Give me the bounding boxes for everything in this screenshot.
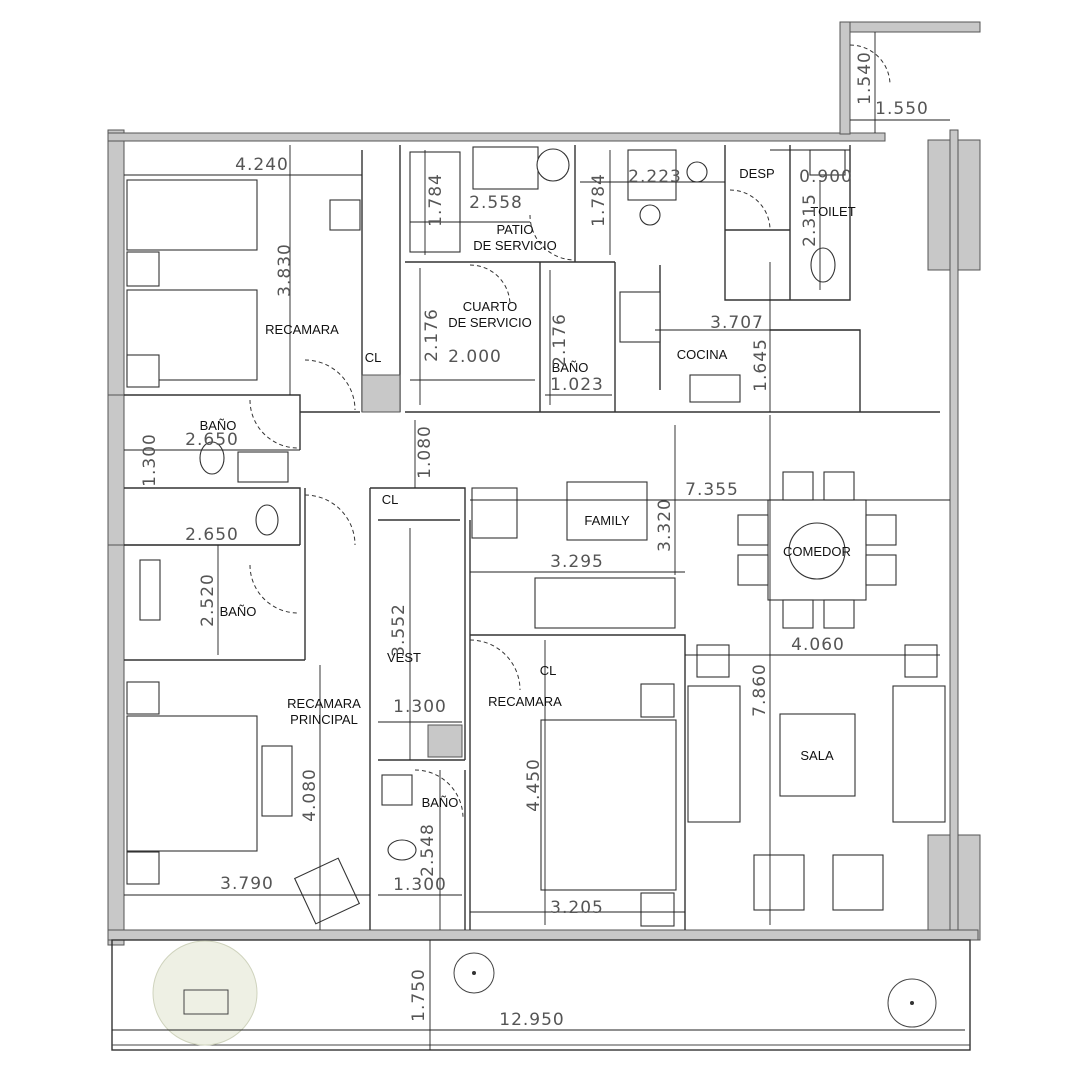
room-label-bano: BAÑO [200,418,237,433]
room-label-recamara: RECAMARA [488,694,562,709]
dimension-label: 1.300 [140,433,160,487]
dimension-label: 2.176 [422,308,442,362]
door-swings [249,44,891,819]
dimension-label: 1.300 [393,875,447,895]
dimension-label: 3.205 [550,898,604,918]
dimension-label: 3.707 [710,313,764,333]
dimension-label: 12.950 [499,1010,564,1030]
room-label-cuarto: CUARTO [463,299,517,314]
dimension-label: 4.450 [524,758,544,812]
dimension-label: 2.650 [185,430,239,450]
room-label-sala: SALA [800,748,834,763]
terrace [111,939,971,1051]
dimension-label: 3.552 [389,603,409,657]
dimension-label: 0.900 [799,167,853,187]
dimension-label: 1.540 [855,51,875,105]
room-label-family: FAMILY [584,513,630,528]
dimension-label: 7.860 [750,663,770,717]
dimension-labels: 1.540 1.550 4.240 3.830 2.558 1.784 1.78… [140,51,929,1030]
dimension-label: 2.548 [418,823,438,877]
dimension-label: 2.223 [628,167,682,187]
room-label-cl: CL [540,663,557,678]
room-label-patio-servicio: DE SERVICIO [473,238,557,253]
dimension-label: 3.320 [655,498,675,552]
dimension-label: 1.550 [875,99,929,119]
room-label-recamara-principal: RECAMARA [287,696,361,711]
dimension-label: 4.240 [235,155,289,175]
dimension-label: 1.300 [393,697,447,717]
dimension-label: 1.080 [415,425,435,479]
room-label-cocina: COCINA [677,347,728,362]
room-label-toilet: TOILET [810,204,855,219]
room-label-bano: BAÑO [422,795,459,810]
dimension-label: 2.176 [550,313,570,367]
room-label-bano-servicio: BAÑO [552,360,589,375]
dimension-label: 3.830 [275,243,295,297]
dimension-label: 1.784 [426,173,446,227]
room-label-desp: DESP [739,166,774,181]
room-label-cl: CL [365,350,382,365]
furniture [126,146,946,927]
room-label-bano: BAÑO [220,604,257,619]
dimension-label: 2.650 [185,525,239,545]
room-label-recamara-principal: PRINCIPAL [290,712,358,727]
dimension-label: 2.520 [198,573,218,627]
room-label-comedor: COMEDOR [783,544,851,559]
dimension-label: 4.080 [300,768,320,822]
dimension-label: 4.060 [791,635,845,655]
room-label-patio: PATIO [496,222,533,237]
dimension-label: 7.355 [685,480,739,500]
dimension-label: 1.023 [550,375,604,395]
dimension-label: 1.784 [589,173,609,227]
dimension-label: 2.315 [800,193,820,247]
dimension-label: 1.645 [751,338,771,392]
dimension-label: 2.558 [469,193,523,213]
room-labels: RECAMARA CL PATIO DE SERVICIO CUARTO DE … [200,166,856,810]
room-label-recamara: RECAMARA [265,322,339,337]
dimension-label: 2.000 [448,347,502,367]
dimension-label: 1.750 [409,968,429,1022]
dimension-label: 3.790 [220,874,274,894]
exterior-walls [107,21,981,946]
dimension-label: 3.295 [550,552,604,572]
dimension-lines [112,32,965,1050]
room-label-cuarto-servicio: DE SERVICIO [448,315,532,330]
room-label-cl: CL [382,492,399,507]
room-label-vest: VEST [387,650,421,665]
